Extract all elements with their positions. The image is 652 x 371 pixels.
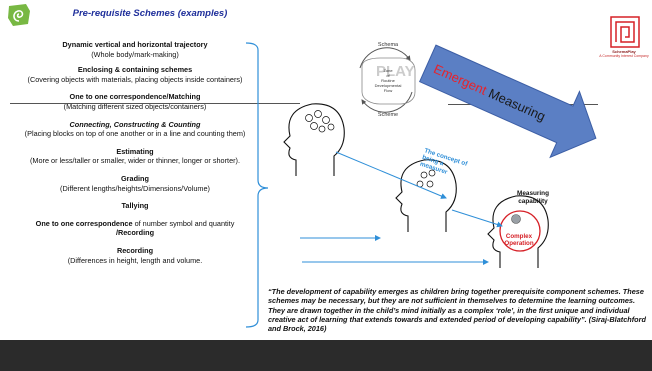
list-item: One to one correspondence of number symb… — [35, 218, 235, 238]
brand-caption: SchemaPlay A Community Interest Company — [599, 49, 649, 59]
head-icon-2 — [395, 159, 457, 232]
svg-text:Emergent Measuring: Emergent Measuring — [431, 61, 547, 124]
list-item: Recording (Differences in height, length… — [67, 245, 203, 265]
list-item: Dynamic vertical and horizontal trajecto… — [62, 40, 208, 59]
cycle-bottom-label: Scheme — [378, 112, 398, 118]
schema-cycle-diagram: PLAY Zone of Routine Developmental Flow … — [359, 42, 416, 118]
complex-operation-label: Complex Operation — [504, 233, 534, 247]
scheme-list: Dynamic vertical and horizontal trajecto… — [10, 30, 260, 265]
arrow-line — [451, 209, 503, 228]
concept-label: The concept of being a measurer — [419, 147, 470, 181]
quote-text: “The development of capability emerges a… — [268, 287, 646, 334]
list-item: Tallying — [121, 201, 149, 211]
measuring-capability-label: Measuring capability — [517, 190, 549, 205]
page-title: Pre-requisite Schemes (examples) — [72, 8, 228, 19]
list-item: One to one correspondence/Matching (Matc… — [63, 92, 207, 111]
svg-text:Flow: Flow — [384, 88, 393, 93]
head-icon-1 — [283, 103, 345, 176]
citation: (Siraj-Blatchford and Brock, 2016) — [268, 314, 646, 334]
cycle-top-label: Schema — [378, 42, 399, 48]
list-item: Enclosing & containing schemes (Covering… — [27, 65, 243, 84]
cycle-center: Zone — [383, 68, 393, 73]
arrow-word-emergent: Emergent — [431, 61, 489, 98]
schemaplay-logo-icon — [610, 16, 640, 48]
footer-band — [0, 340, 652, 371]
divider-line — [10, 103, 300, 104]
svg-text:of: of — [386, 73, 390, 78]
slide: Pre-requisite Schemes (examples) Dynamic… — [0, 0, 652, 340]
svg-text:PLAY: PLAY — [376, 63, 415, 80]
head-icon-3 — [487, 195, 549, 268]
list-item: Grading (Different lengths/heights/Dimen… — [60, 173, 210, 193]
divider-line-right — [448, 104, 598, 105]
svg-text:Developmental: Developmental — [375, 83, 402, 88]
arrow-line — [335, 151, 447, 199]
measuring-coil-icon — [511, 214, 521, 224]
emergent-measuring-arrow: Emergent Measuring — [418, 44, 597, 159]
spiral-logo-icon — [8, 4, 30, 26]
list-item: Connecting, Constructing & Counting (Pla… — [24, 119, 246, 139]
list-item: Estimating (More or less/taller or small… — [29, 146, 241, 166]
svg-text:Routine: Routine — [381, 78, 396, 83]
